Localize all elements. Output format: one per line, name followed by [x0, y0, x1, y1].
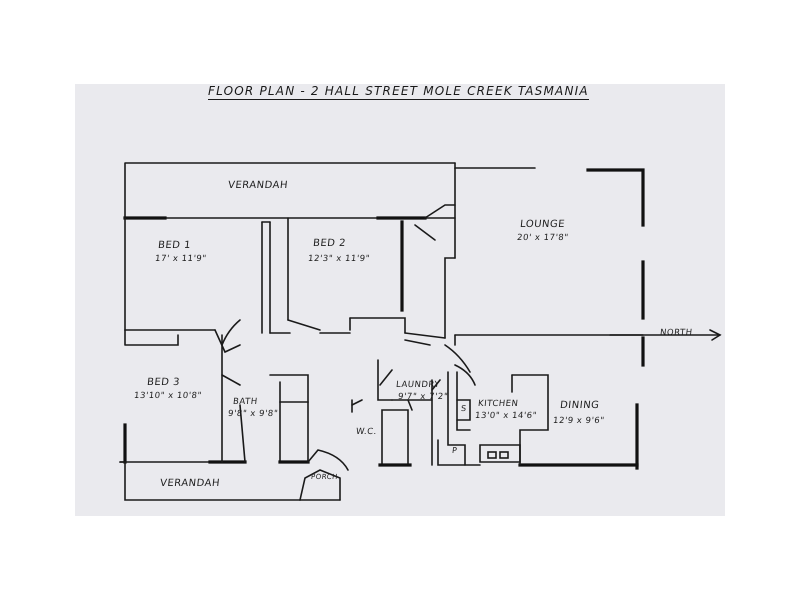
bed3-name: BED 3 [146, 377, 181, 388]
bed3-size: 13'10" x 10'8" [133, 391, 203, 401]
bed1-name: BED 1 [157, 240, 192, 251]
wc-label: W.C. [355, 427, 378, 437]
laundry-size: 9'7" x 7'2" [397, 392, 449, 402]
dining-size: 12'9 x 9'6" [552, 416, 606, 426]
bed2-name: BED 2 [312, 238, 347, 249]
porch-label: PORCH [310, 473, 339, 481]
dining-name: DINING [559, 400, 600, 411]
plan-title: FLOOR PLAN - 2 HALL STREET MOLE CREEK TA… [208, 84, 589, 100]
laundry-name: LAUNDRY [395, 380, 441, 390]
lounge-size: 20' x 17'8" [516, 233, 570, 243]
bed1-size: 17' x 11'9" [154, 254, 208, 264]
kitchen-size: 13'0" x 14'6" [474, 411, 538, 421]
north-label: NORTH [659, 328, 693, 338]
kitchen-name: KITCHEN [477, 399, 519, 409]
paper-sheet [75, 84, 725, 516]
bed2-size: 12'3" x 11'9" [307, 254, 371, 264]
lounge-name: LOUNGE [519, 219, 566, 230]
bath-size: 9'8" x 9'8" [227, 409, 279, 419]
verandah-top-label: VERANDAH [227, 180, 289, 191]
verandah-bottom-label: VERANDAH [159, 478, 221, 489]
bath-name: BATH [232, 397, 259, 407]
pantry-label: P [451, 446, 458, 455]
sink-label: S [460, 404, 468, 413]
